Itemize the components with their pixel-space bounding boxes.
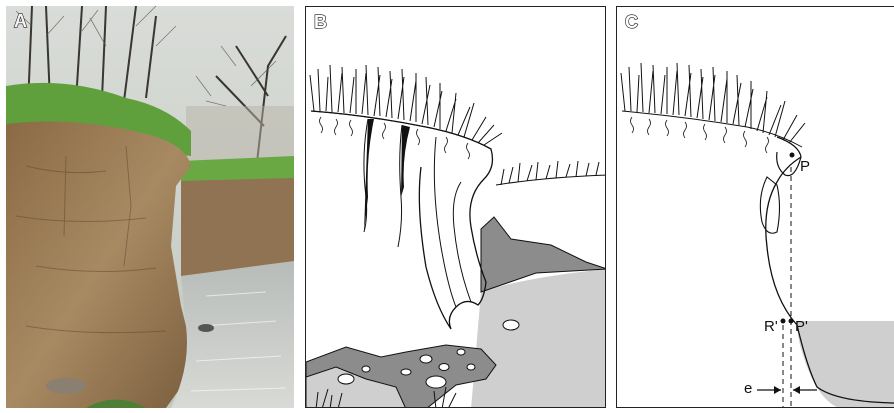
- panel-c-letter: C: [625, 13, 638, 31]
- label-e: e: [744, 381, 752, 396]
- eroded-soil-bank: [6, 122, 196, 408]
- bank-collapse-schematic: [306, 7, 606, 408]
- label-r: R': [764, 319, 778, 334]
- water-region: [797, 321, 894, 408]
- riverbank-photo-illustration: [6, 6, 294, 408]
- river-water: [171, 261, 294, 408]
- label-p-prime: P': [795, 319, 808, 334]
- overhang-block: [777, 137, 801, 176]
- bank-retreat-schematic: [617, 7, 894, 408]
- panel-a-letter: A: [14, 12, 27, 30]
- label-p: P: [800, 159, 810, 174]
- panel-b-letter: B: [314, 13, 327, 31]
- point-p: [790, 153, 795, 158]
- point-r: [781, 319, 786, 324]
- panel-b-diagram: B: [305, 6, 606, 408]
- point-p-prime: [789, 319, 794, 324]
- far-bank-grass: [496, 161, 606, 185]
- water-region: [471, 269, 606, 408]
- panel-a-photo: A: [6, 6, 294, 408]
- panel-c-diagram: C P P' R' e: [616, 6, 894, 408]
